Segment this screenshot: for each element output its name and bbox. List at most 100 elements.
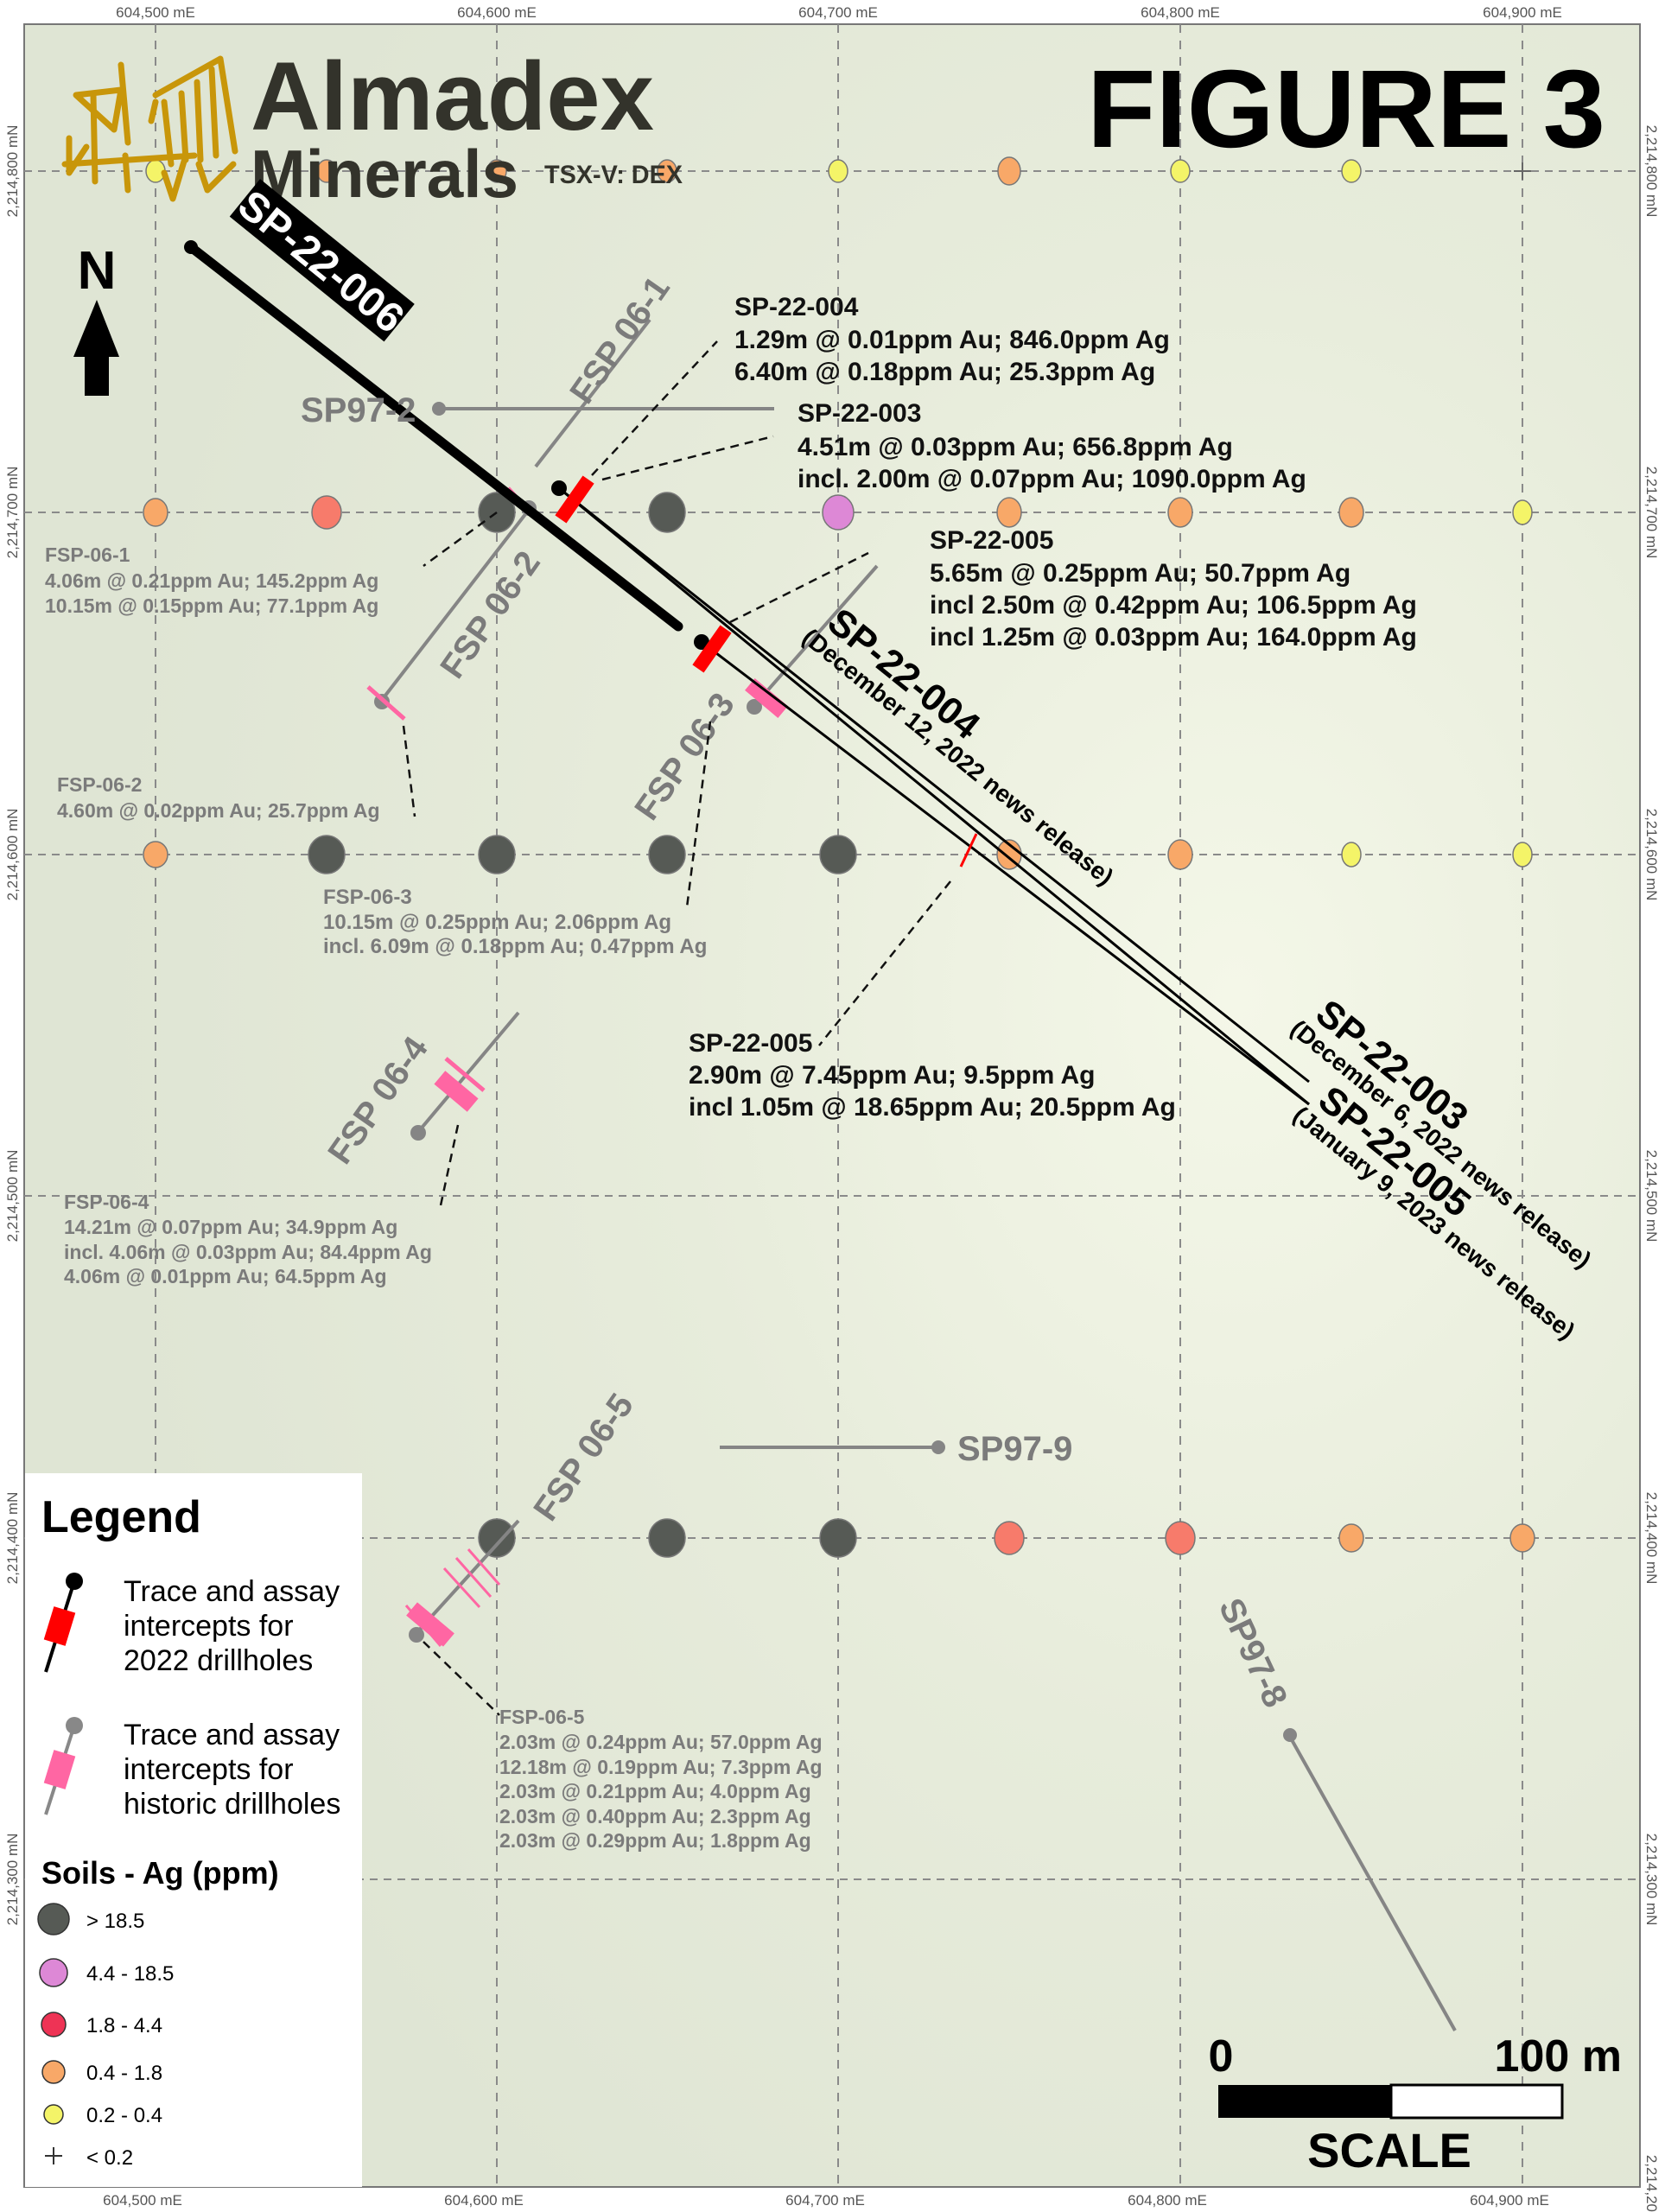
soil-point [316,159,337,183]
soil-point-below-threshold [1514,162,1531,180]
soil-point [657,159,677,183]
northing-label: 2,214,400 mN [4,1492,21,1585]
logo-glyph-icon [61,55,238,202]
company-name: Almadex [251,42,654,150]
annotation-fsp-06-4: FSP-06-4 14.21m @ 0.07ppm Au; 34.9ppm Ag… [64,1191,432,1287]
svg-text:Trace and assay: Trace and assay [124,1575,340,1608]
northing-label: 2,214,500 mN [1643,1150,1660,1243]
svg-text:10.15m @ 0.15ppm Au; 77.1ppm A: 10.15m @ 0.15ppm Au; 77.1ppm Ag [45,594,378,617]
scale-bar: 0 100 m SCALE [1209,2031,1622,2177]
figure-title: FIGURE 3 [1087,48,1605,171]
soils-legend-title: Soils - Ag (ppm) [41,1855,279,1891]
easting-label: 604,600 mE [444,2192,524,2209]
soil-point [1341,842,1362,868]
northing-label: 2,214,800 mN [1643,125,1660,218]
collars-2022 [184,240,709,650]
easting-labels-bottom: 604,500 mE 604,600 mE 604,700 mE 604,800… [103,2192,1549,2209]
svg-text:incl 1.25m @ 0.03ppm Au; 164.0: incl 1.25m @ 0.03ppm Au; 164.0ppm Ag [930,623,1417,652]
soil-point [478,1518,516,1558]
trace-sp-22-005 [701,640,1310,1106]
soil-point [996,497,1022,528]
northing-label: 2,214,20 [1643,2155,1660,2212]
trace-sp-22-003 [558,486,1310,1106]
scale-start: 0 [1209,2031,1234,2082]
soil-class-cross-icon [45,2147,62,2164]
legend-2022-symbol-icon [43,1573,83,1673]
label-sp97-9: SP97-9 [957,1430,1072,1468]
drillholes-2022 [186,242,1310,1106]
northing-label: 2,214,600 mN [4,809,21,901]
svg-text:2.03m @ 0.24ppm Au; 57.0ppm Ag: 2.03m @ 0.24ppm Au; 57.0ppm Ag [499,1731,823,1753]
northing-label: 2,214,300 mN [4,1834,21,1926]
annotation-fsp-06-3: FSP-06-3 10.15m @ 0.25ppm Au; 2.06ppm Ag… [323,886,707,958]
svg-text:2.03m @ 0.29ppm Au; 1.8ppm Ag: 2.03m @ 0.29ppm Au; 1.8ppm Ag [499,1829,811,1852]
easting-label: 604,500 mE [103,2192,182,2209]
svg-text:SP-22-003: SP-22-003 [798,399,921,428]
trace-fsp06-4 [416,1011,520,1134]
svg-text:FSP-06-2: FSP-06-2 [57,773,142,796]
annotation-sp-22-005-a: SP-22-005 5.65m @ 0.25ppm Au; 50.7ppm Ag… [930,526,1417,652]
svg-text:incl 2.50m @ 0.42ppm Au; 106.5: incl 2.50m @ 0.42ppm Au; 106.5ppm Ag [930,591,1417,620]
historic-drillholes [380,318,1457,2031]
svg-text:Trace and assay: Trace and assay [124,1719,340,1751]
svg-text:2.03m @ 0.40ppm Au; 2.3ppm Ag: 2.03m @ 0.40ppm Au; 2.3ppm Ag [499,1805,811,1827]
northing-label: 2,214,800 mN [4,125,21,218]
soil-point [1165,1521,1196,1555]
trace-fsp06-5 [415,1519,520,1635]
svg-text:SP-22-005: SP-22-005 [930,526,1053,555]
svg-text:4.06m @ 0.01ppm Au; 64.5ppm Ag: 4.06m @ 0.01ppm Au; 64.5ppm Ag [64,1265,387,1287]
svg-text:4.4 - 18.5: 4.4 - 18.5 [86,1962,174,1986]
svg-text:SP-22-004: SP-22-004 [734,293,859,321]
soil-class-swatch [43,2104,64,2125]
svg-text:incl. 2.00m @ 0.07ppm Au; 1090: incl. 2.00m @ 0.07ppm Au; 1090.0ppm Ag [798,465,1306,493]
annotation-sp-22-004: SP-22-004 1.29m @ 0.01ppm Au; 846.0ppm A… [734,293,1170,386]
soil-point [819,835,857,874]
svg-text:SP-22-005: SP-22-005 [689,1029,812,1058]
easting-labels-top: 604,500 mE 604,600 mE 604,700 mE 604,800… [116,4,1562,21]
svg-text:< 0.2: < 0.2 [86,2146,133,2170]
svg-text:4.60m @ 0.02ppm Au; 25.7ppm Ag: 4.60m @ 0.02ppm Au; 25.7ppm Ag [57,799,380,822]
svg-text:14.21m @ 0.07ppm Au; 34.9ppm A: 14.21m @ 0.07ppm Au; 34.9ppm Ag [64,1216,397,1238]
northing-label: 2,214,700 mN [4,467,21,559]
trace-sp97-8 [1288,1736,1457,2031]
soil-point [648,492,686,533]
soil-samples [143,156,1535,1558]
svg-text:incl. 6.09m @ 0.18ppm Au; 0.47: incl. 6.09m @ 0.18ppm Au; 0.47ppm Ag [323,935,707,958]
easting-label: 604,800 mE [1128,2192,1207,2209]
svg-text:12.18m @ 0.19ppm Au; 7.3ppm Ag: 12.18m @ 0.19ppm Au; 7.3ppm Ag [499,1756,823,1778]
northing-label: 2,214,700 mN [1643,467,1660,559]
svg-text:incl. 4.06m @ 0.03ppm Au; 84.4: incl. 4.06m @ 0.03ppm Au; 84.4ppm Ag [64,1241,432,1263]
soil-point [1167,497,1193,528]
svg-text:0.2 - 0.4: 0.2 - 0.4 [86,2104,162,2127]
svg-text:intercepts for: intercepts for [124,1610,294,1643]
easting-label: 604,800 mE [1141,4,1220,21]
soil-point [1170,159,1191,183]
soil-point [1167,839,1193,870]
soil-point [478,835,516,874]
easting-label: 604,900 mE [1470,2192,1549,2209]
northing-label: 2,214,300 mN [1643,1834,1660,1926]
company-logo: Almadex Minerals TSX-V: DEX [61,42,683,212]
annotation-fsp-06-5: FSP-06-5 2.03m @ 0.24ppm Au; 57.0ppm Ag … [499,1706,823,1852]
soil-class-swatch [41,2012,67,2037]
soil-point [994,1521,1025,1555]
soil-point [648,835,686,874]
northing-labels-left: 2,214,800 mN 2,214,700 mN 2,214,600 mN 2… [4,125,21,1926]
legend-historic-symbol-icon [43,1717,83,1815]
annotation-fsp-06-2: FSP-06-2 4.60m @ 0.02ppm Au; 25.7ppm Ag [57,773,380,822]
scale-end: 100 m [1495,2031,1622,2082]
svg-text:1.29m @ 0.01ppm Au; 846.0ppm A: 1.29m @ 0.01ppm Au; 846.0ppm Ag [734,326,1170,354]
northing-label: 2,214,500 mN [4,1150,21,1243]
soil-point [308,835,346,874]
soil-class-list [37,1903,70,2125]
soil-point [997,156,1021,186]
north-label: N [78,241,117,301]
soil-point [822,494,855,531]
soil-class-swatch [41,2060,66,2084]
soil-point [819,1518,857,1558]
svg-text:FSP-06-4: FSP-06-4 [64,1191,149,1213]
soil-class-swatch [37,1903,70,1936]
north-arrow: N [73,241,119,396]
company-name-line2: Minerals [251,136,518,212]
